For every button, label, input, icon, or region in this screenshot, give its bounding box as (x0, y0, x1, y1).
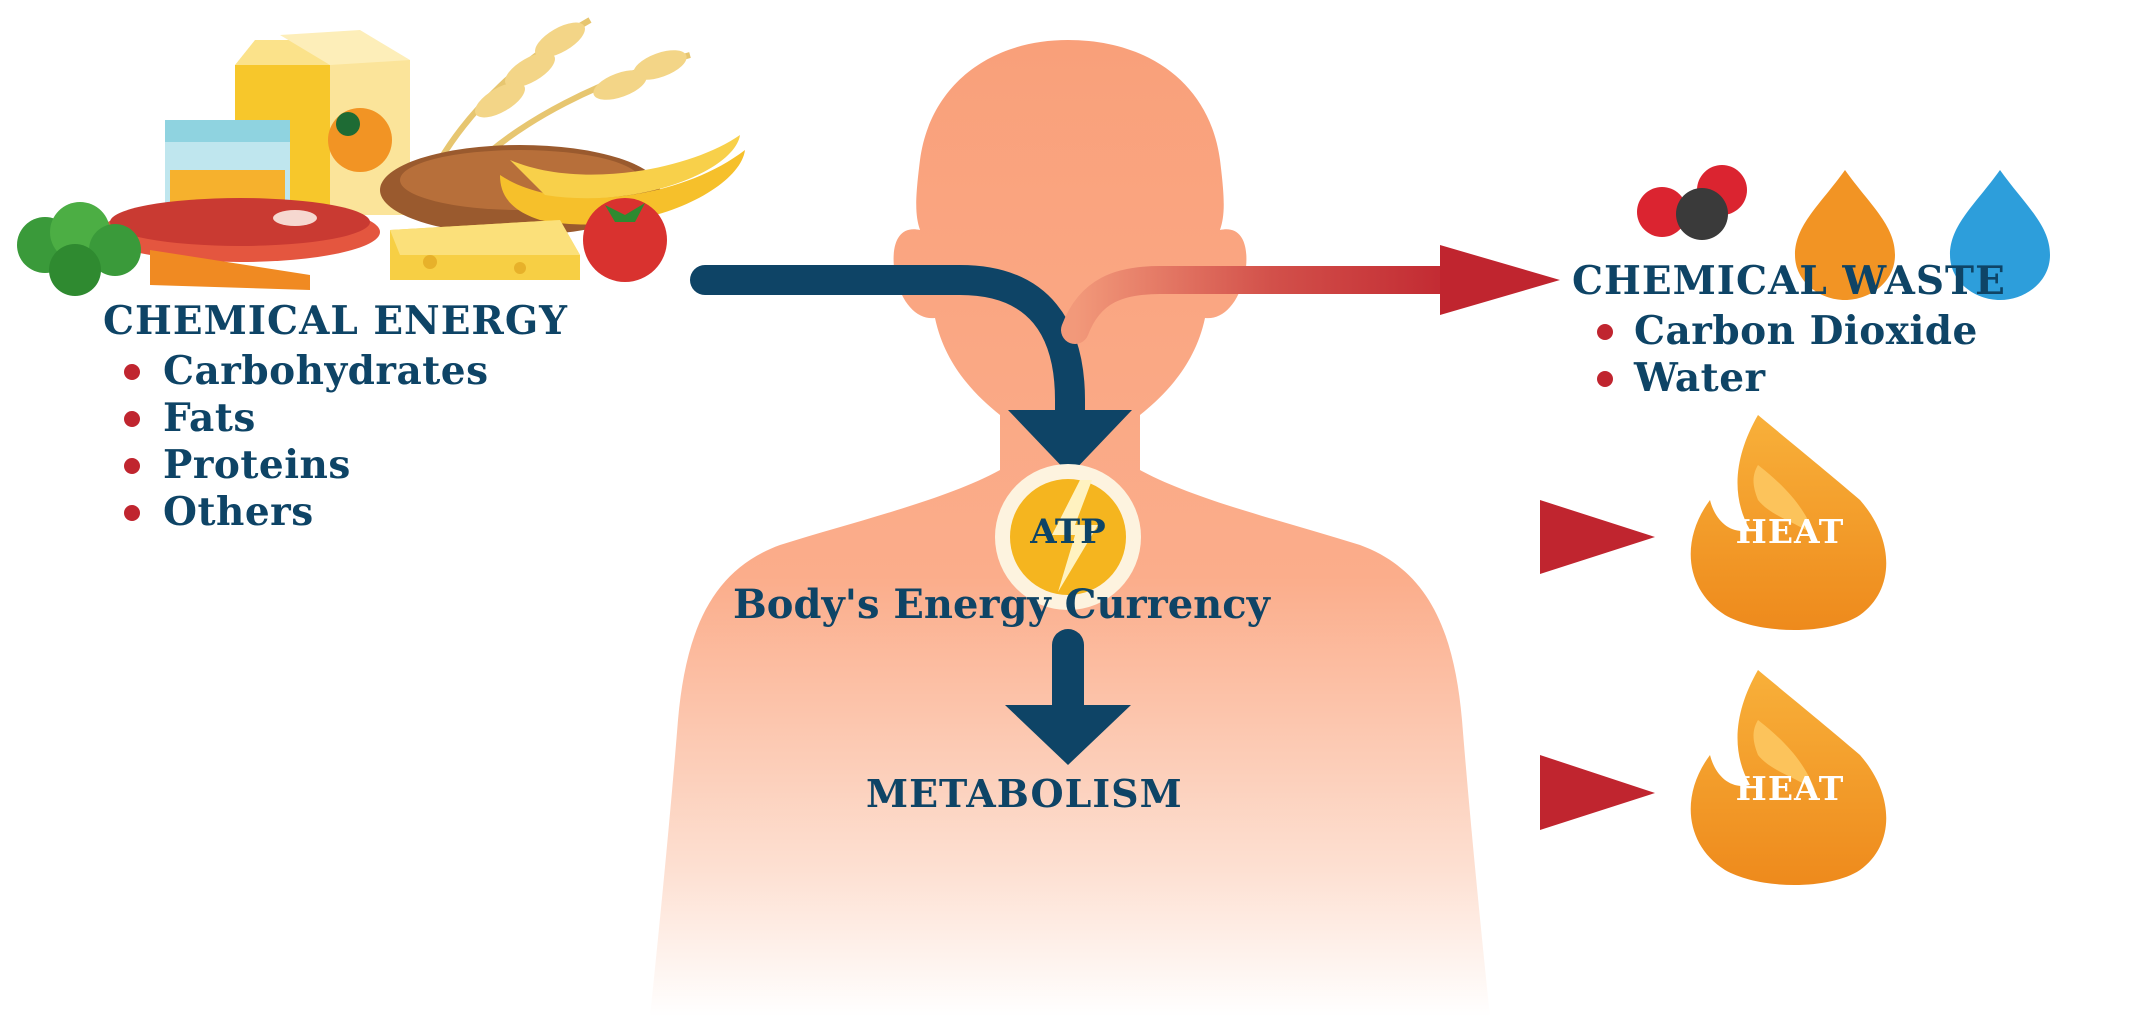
bullet-dot (124, 505, 140, 521)
heat-label-metabolism: HEAT (1690, 772, 1890, 805)
bullet-dot (124, 411, 140, 427)
heat-label-atp: HEAT (1690, 515, 1890, 548)
food-icon (17, 16, 745, 296)
energy-item-others: Others (163, 493, 314, 532)
chemical-waste-heading: CHEMICAL WASTE (1572, 262, 2006, 301)
chemical-energy-heading: CHEMICAL ENERGY (103, 302, 568, 341)
bullet-dot (1597, 324, 1613, 340)
energy-item-fats: Fats (163, 399, 256, 438)
metabolism-label: METABOLISM (866, 775, 1183, 813)
atp-label: ATP (998, 515, 1138, 549)
molecule-icon (1637, 165, 1747, 240)
bullet-dot (124, 364, 140, 380)
waste-item-carbon-dioxide: Carbon Dioxide (1634, 312, 1978, 351)
energy-currency-label: Body's Energy Currency (733, 585, 1270, 625)
energy-item-carbohydrates: Carbohydrates (163, 352, 489, 391)
waste-item-water: Water (1634, 359, 1766, 398)
bullet-dot (1597, 371, 1613, 387)
energy-item-proteins: Proteins (163, 446, 351, 485)
bullet-dot (124, 458, 140, 474)
